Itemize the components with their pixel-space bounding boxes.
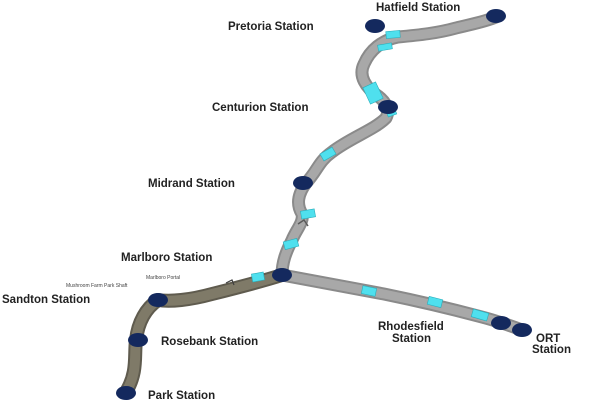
station-marker-midrand[interactable] — [293, 176, 313, 190]
segment-highlight — [377, 42, 393, 52]
segment-highlight — [426, 296, 444, 308]
station-marker-rhodesfield[interactable] — [491, 316, 511, 330]
segment-highlight — [385, 30, 401, 39]
station-label-ort-line2: Station — [532, 344, 571, 356]
structure-marker — [225, 279, 235, 286]
tunnel-annotations: Marlboro Portal Mushroom Farm Park Shaft — [66, 275, 180, 289]
annotation-mushroom-farm-shaft: Mushroom Farm Park Shaft — [66, 283, 128, 289]
highlighted-segments — [251, 30, 490, 322]
structure-marker — [297, 218, 309, 227]
station-label-pretoria: Pretoria Station — [228, 21, 314, 33]
station-marker-pretoria[interactable] — [365, 19, 385, 33]
segment-highlight — [362, 81, 384, 105]
station-labels: Hatfield Station Pretoria Station Centur… — [2, 2, 571, 400]
segment-highlight — [319, 146, 337, 162]
station-label-rhodesfield: Rhodesfield — [378, 321, 444, 333]
track-north-south-fill — [277, 12, 501, 280]
station-marker-sandton[interactable] — [148, 293, 168, 307]
station-marker-ort[interactable] — [512, 323, 532, 337]
segment-highlight — [282, 237, 300, 251]
station-label-centurion: Centurion Station — [212, 102, 308, 114]
segment-highlight — [251, 271, 265, 283]
segment-highlight — [470, 308, 490, 322]
station-label-rosebank: Rosebank Station — [161, 336, 258, 348]
station-label-rhodesfield-line2: Station — [392, 333, 431, 345]
station-label-marlboro: Marlboro Station — [121, 252, 212, 264]
segment-highlight — [300, 208, 316, 220]
stations — [116, 9, 532, 400]
station-label-park: Park Station — [148, 390, 215, 400]
station-marker-park[interactable] — [116, 386, 136, 400]
station-label-ort: ORT — [536, 333, 560, 345]
station-marker-hatfield[interactable] — [486, 9, 506, 23]
station-label-sandton: Sandton Station — [2, 294, 90, 306]
segment-highlight — [360, 285, 378, 297]
station-marker-rosebank[interactable] — [128, 333, 148, 347]
station-label-hatfield: Hatfield Station — [376, 2, 460, 14]
station-marker-marlboro[interactable] — [272, 268, 292, 282]
annotation-marlboro-portal: Marlboro Portal — [146, 275, 180, 281]
station-label-midrand: Midrand Station — [148, 178, 235, 190]
station-marker-centurion[interactable] — [378, 100, 398, 114]
